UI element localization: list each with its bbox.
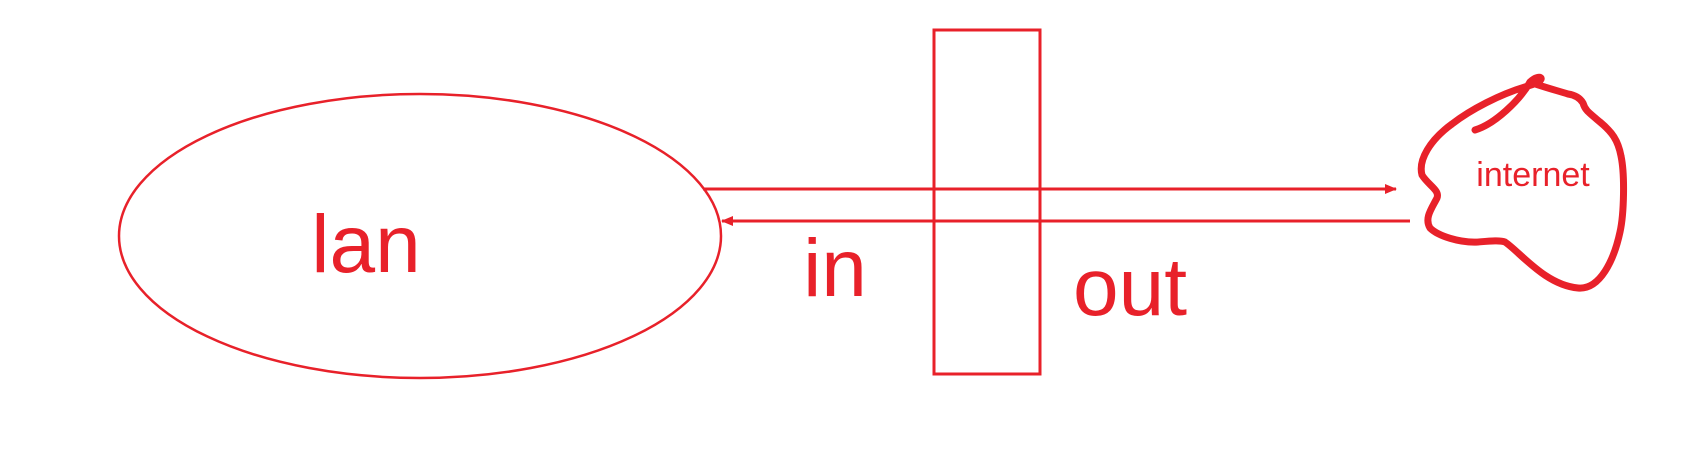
lan-ellipse xyxy=(117,92,723,380)
out-label: out xyxy=(1073,242,1187,333)
lan-label: lan xyxy=(311,199,420,290)
internet-label: internet xyxy=(1476,156,1590,194)
firewall-box xyxy=(932,28,1042,376)
internet-cloud xyxy=(1417,73,1628,292)
in-label: in xyxy=(803,223,867,314)
